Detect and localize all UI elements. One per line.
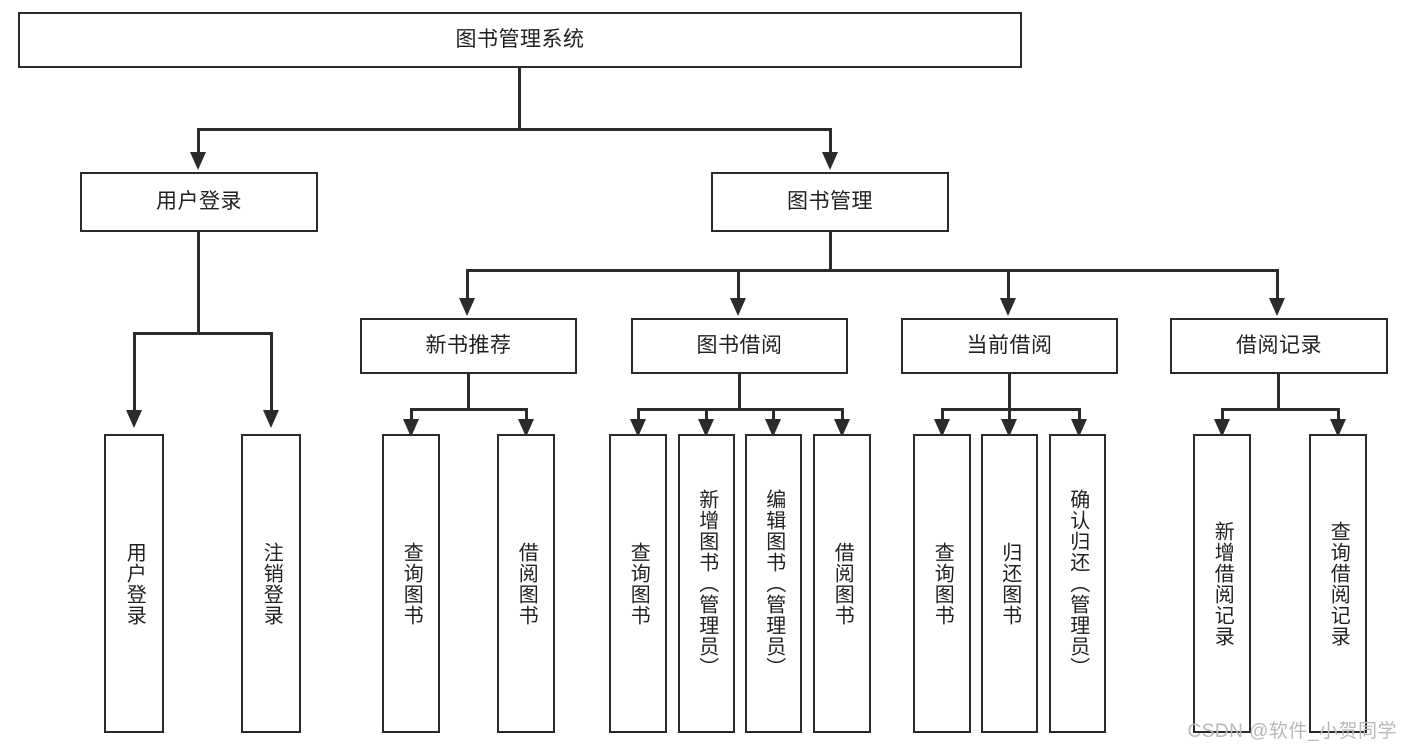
node-label: 用户登录 xyxy=(156,190,242,214)
arrow-nbr-leaf-1 xyxy=(518,419,534,437)
edge-bb-leaf-2 xyxy=(772,408,775,422)
edge-to-book-management xyxy=(829,128,832,154)
edge-nbr-leaf-0 xyxy=(410,408,413,422)
arrow-to-new-book-recommend xyxy=(459,298,475,316)
edge-book-borrow-stem xyxy=(738,374,741,410)
edge-to-new-book-recommend xyxy=(466,269,469,300)
arrow-to-user-login xyxy=(190,152,206,170)
node-label: 新增借阅记录 xyxy=(1211,520,1234,647)
arrow-bb-leaf-0 xyxy=(630,419,646,437)
arrow-cb-leaf-1 xyxy=(1001,419,1017,437)
edge-user-login-bus xyxy=(133,332,273,335)
node-user-login[interactable]: 用户登录 xyxy=(80,172,318,232)
edge-cb-leaf-0 xyxy=(941,408,944,422)
edge-new-book-recommend-stem xyxy=(467,374,470,410)
edge-nbr-leaf-1 xyxy=(525,408,528,422)
leaf-bb-query-book[interactable]: 查询图书 xyxy=(609,434,667,733)
leaf-br-add-record[interactable]: 新增借阅记录 xyxy=(1193,434,1251,733)
leaf-cb-confirm-return-admin[interactable]: 确认归还（管理员） xyxy=(1049,434,1106,733)
edge-borrow-record-bus xyxy=(1221,408,1340,411)
edge-to-current-borrow xyxy=(1007,269,1010,300)
leaf-user-login[interactable]: 用户登录 xyxy=(104,434,164,733)
leaf-cb-query-book[interactable]: 查询图书 xyxy=(913,434,971,733)
edge-bb-leaf-0 xyxy=(637,408,640,422)
node-borrow-record[interactable]: 借阅记录 xyxy=(1170,318,1388,374)
arrow-to-book-management xyxy=(822,152,838,170)
node-label: 新书推荐 xyxy=(425,334,512,358)
node-label: 查询图书 xyxy=(627,541,650,626)
node-label: 图书管理 xyxy=(787,190,873,214)
arrow-user-login-leaf-1 xyxy=(263,410,279,428)
edge-bb-leaf-3 xyxy=(841,408,844,422)
node-label: 借阅图书 xyxy=(831,541,854,626)
node-label: 编辑图书（管理员） xyxy=(762,489,785,678)
arrow-br-leaf-1 xyxy=(1330,419,1346,437)
node-label: 查询图书 xyxy=(400,541,423,626)
leaf-nbr-borrow-book[interactable]: 借阅图书 xyxy=(497,434,555,733)
edge-current-borrow-bus xyxy=(941,408,1081,411)
arrow-br-leaf-0 xyxy=(1214,419,1230,437)
node-label: 注销登录 xyxy=(260,541,283,626)
node-label: 用户登录 xyxy=(123,541,146,626)
edge-level2-bus xyxy=(197,128,832,131)
leaf-logout-login[interactable]: 注销登录 xyxy=(241,434,301,733)
node-new-book-recommend[interactable]: 新书推荐 xyxy=(360,318,577,374)
arrow-bb-leaf-3 xyxy=(834,419,850,437)
node-label: 图书管理系统 xyxy=(455,28,585,52)
node-label: 确认归还（管理员） xyxy=(1066,489,1089,678)
node-book-management[interactable]: 图书管理 xyxy=(711,172,949,232)
leaf-bb-edit-book-admin[interactable]: 编辑图书（管理员） xyxy=(745,434,802,733)
edge-cb-leaf-2 xyxy=(1078,408,1081,422)
node-root-book-management-system[interactable]: 图书管理系统 xyxy=(18,12,1022,68)
edge-current-borrow-stem xyxy=(1008,374,1011,410)
edge-borrow-record-stem xyxy=(1277,374,1280,410)
edge-to-book-borrow xyxy=(737,269,740,300)
edge-book-management-stem xyxy=(829,232,832,272)
edge-new-book-recommend-bus xyxy=(410,408,528,411)
edge-to-user-login xyxy=(197,128,200,154)
node-label: 查询借阅记录 xyxy=(1327,520,1350,647)
arrow-cb-leaf-2 xyxy=(1071,419,1087,437)
edge-bb-leaf-1 xyxy=(705,408,708,422)
leaf-bb-borrow-book[interactable]: 借阅图书 xyxy=(813,434,871,733)
node-label: 借阅图书 xyxy=(515,541,538,626)
arrow-user-login-leaf-0 xyxy=(126,410,142,428)
leaf-cb-return-book[interactable]: 归还图书 xyxy=(981,434,1038,733)
node-label: 当前借阅 xyxy=(966,334,1053,358)
arrow-bb-leaf-2 xyxy=(765,419,781,437)
edge-to-borrow-record xyxy=(1276,269,1279,300)
arrow-bb-leaf-1 xyxy=(698,419,714,437)
edge-br-leaf-1 xyxy=(1337,408,1340,422)
node-label: 图书借阅 xyxy=(696,334,783,358)
edge-level3-bus xyxy=(466,269,1279,272)
arrow-nbr-leaf-0 xyxy=(403,419,419,437)
edge-cb-leaf-1 xyxy=(1008,408,1011,422)
arrow-to-book-borrow xyxy=(730,298,746,316)
arrow-to-borrow-record xyxy=(1269,298,1285,316)
edge-book-borrow-bus xyxy=(637,408,844,411)
node-label: 新增图书（管理员） xyxy=(695,489,718,678)
node-label: 查询图书 xyxy=(931,541,954,626)
edge-root-stem xyxy=(518,68,521,130)
leaf-bb-add-book-admin[interactable]: 新增图书（管理员） xyxy=(678,434,735,733)
edge-br-leaf-0 xyxy=(1221,408,1224,422)
leaf-br-query-record[interactable]: 查询借阅记录 xyxy=(1309,434,1367,733)
node-book-borrow[interactable]: 图书借阅 xyxy=(631,318,848,374)
arrow-cb-leaf-0 xyxy=(934,419,950,437)
edge-user-login-stem xyxy=(197,232,200,334)
node-label: 借阅记录 xyxy=(1236,334,1322,358)
leaf-nbr-query-book[interactable]: 查询图书 xyxy=(382,434,440,733)
node-current-borrow[interactable]: 当前借阅 xyxy=(901,318,1118,374)
arrow-to-current-borrow xyxy=(1000,298,1016,316)
edge-user-login-leaf-0 xyxy=(133,332,136,412)
node-label: 归还图书 xyxy=(998,541,1021,626)
edge-user-login-leaf-1 xyxy=(270,332,273,412)
